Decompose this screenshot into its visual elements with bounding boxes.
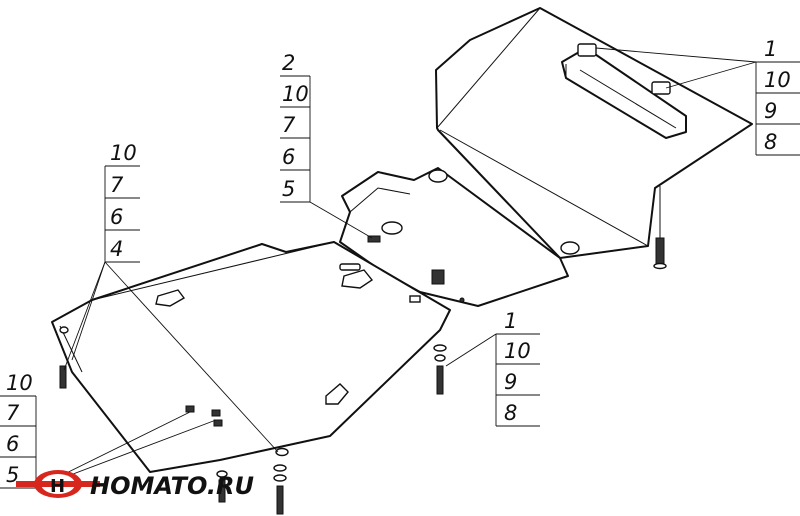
front-hole-left [59, 326, 69, 334]
clip-bottom-1 [185, 405, 195, 413]
middle-skid-plate [339, 167, 580, 307]
callout-left-lower: 10 7 6 5 [6, 371, 33, 487]
rear-plate-edge [654, 123, 753, 189]
callout-left-upper: 10 7 6 4 [110, 141, 137, 261]
callout-label: 8 [764, 130, 777, 154]
callout-label: 8 [504, 401, 517, 425]
callout-label: 10 [110, 141, 137, 165]
callout-label: 4 [110, 237, 123, 261]
middle-hole-3 [560, 241, 580, 255]
rear-plate-bend [436, 7, 541, 129]
logo-wing-bar [16, 481, 100, 487]
clip-bottom-3 [213, 419, 223, 427]
rear-plate-bend-2 [439, 129, 649, 247]
bolt-shank-left [59, 365, 67, 389]
rear-bolt-head [653, 262, 667, 270]
front-cutout-1 [155, 289, 186, 307]
middle-clip-1 [367, 235, 381, 243]
callout-center: 2 10 7 6 5 [282, 51, 309, 201]
bracket-bolt-1 [577, 43, 597, 57]
front-plate-bend [91, 241, 335, 301]
callout-label: 7 [110, 173, 124, 197]
front-plate-edge [329, 329, 441, 437]
bolt-washer-1 [433, 344, 447, 352]
front-tab [409, 295, 421, 303]
fasteners [59, 344, 447, 515]
callout-label: 6 [110, 205, 123, 229]
washer-bottom-b1 [273, 464, 287, 472]
middle-clip-2 [431, 269, 445, 285]
callout-top-right: 1 10 9 8 [764, 37, 791, 154]
callout-label: 6 [282, 145, 295, 169]
callout-label: 7 [282, 113, 296, 137]
front-skid-plate [51, 241, 451, 473]
callout-right-lower: 1 10 9 8 [504, 309, 531, 425]
callout-label: 2 [282, 51, 295, 75]
rear-bolt [655, 237, 665, 265]
callout-label: 1 [764, 37, 777, 61]
clip-bottom-2 [211, 409, 221, 417]
callout-label: 10 [6, 371, 33, 395]
logo-h-mark: H [50, 476, 65, 497]
callout-label: 9 [764, 99, 777, 123]
middle-hole-2 [381, 221, 403, 235]
callout-label: 6 [6, 432, 19, 456]
rear-skid-plate [435, 7, 753, 270]
bolt-shank-bottom-a [218, 479, 226, 503]
callout-label: 10 [282, 82, 309, 106]
bracket-bolt-2 [651, 81, 671, 95]
bolt-shank-right [436, 365, 444, 395]
front-cutout-2 [341, 269, 374, 289]
middle-hole-1 [428, 169, 448, 183]
callout-label: 9 [504, 370, 517, 394]
callout-label: 7 [6, 401, 20, 425]
leader-lines [0, 47, 800, 489]
callout-label: 10 [764, 68, 791, 92]
front-hole-bottom [275, 447, 289, 457]
front-plate-body [51, 241, 451, 473]
washer-bottom-b2 [273, 474, 287, 482]
callout-label: 1 [504, 309, 517, 333]
callout-label: 10 [504, 339, 531, 363]
callout-label: 5 [282, 177, 295, 201]
rear-bracket-lines [565, 64, 677, 129]
middle-rivet [459, 297, 465, 303]
front-slot [339, 263, 361, 271]
washer-bottom-a [216, 470, 228, 478]
middle-plate-body [339, 167, 569, 307]
front-cutout-3 [325, 383, 349, 405]
middle-plate-flange [349, 187, 411, 213]
bolt-shank-bottom-b [276, 485, 284, 515]
bolt-washer-2 [434, 354, 446, 362]
homato-logo: H HOMATO.RU [16, 470, 254, 500]
logo-text: HOMATO.RU [90, 472, 254, 500]
